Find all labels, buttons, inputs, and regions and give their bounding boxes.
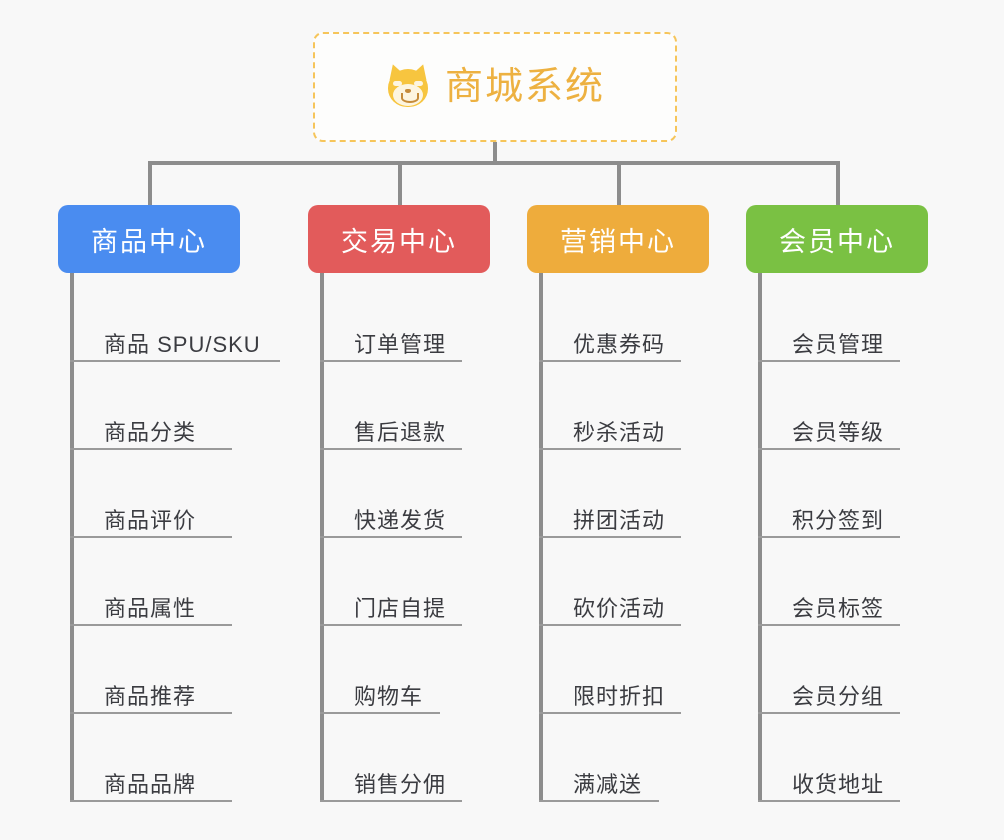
leaf-label: 拼团活动 [573,508,666,533]
leaf-label: 秒杀活动 [573,420,666,445]
branch-stem [758,274,762,802]
shiba-dog-face-icon [385,61,431,110]
category-box-product[interactable]: 商品中心 [58,205,240,273]
category-label: 交易中心 [341,226,457,257]
leaf-underline [70,712,232,714]
leaf-underline [758,536,900,538]
leaf-item[interactable]: 拼团活动 [539,450,681,538]
leaf-item[interactable]: 门店自提 [320,538,462,626]
branch-stem [539,274,543,802]
leaf-label: 商品推荐 [104,684,197,709]
leaf-underline [539,448,681,450]
branch-drop-connector-1 [148,161,152,205]
leaf-underline [758,712,900,714]
leaf-label: 砍价活动 [573,596,666,621]
branch-stem [70,274,74,802]
leaf-underline [539,536,681,538]
branch-drop-connector-2 [398,161,402,205]
branch-drop-connector-3 [617,161,621,205]
branch-stem [320,274,324,802]
leaf-label: 售后退款 [354,420,447,445]
leaf-item[interactable]: 商品评价 [70,450,232,538]
leaf-underline [539,800,659,802]
leaf-label: 商品分类 [104,420,197,445]
leaf-item[interactable]: 商品属性 [70,538,232,626]
leaf-underline [320,800,462,802]
leaf-label: 门店自提 [354,596,447,621]
leaf-label: 会员等级 [792,420,885,445]
leaf-label: 商品品牌 [104,772,197,797]
leaf-label: 订单管理 [354,332,447,357]
leaf-underline [70,800,232,802]
leaf-item[interactable]: 会员分组 [758,626,900,714]
leaf-label: 快递发货 [354,508,447,533]
leaf-label: 收货地址 [792,772,885,797]
leaf-item[interactable]: 优惠券码 [539,274,681,362]
leaf-underline [539,712,681,714]
leaf-item[interactable]: 订单管理 [320,274,462,362]
leaf-underline [539,360,681,362]
leaf-item[interactable]: 购物车 [320,626,440,714]
leaf-item[interactable]: 商品分类 [70,362,232,450]
leaf-item[interactable]: 会员等级 [758,362,900,450]
leaf-underline [70,448,232,450]
leaf-item[interactable]: 商品品牌 [70,714,232,802]
leaf-underline [320,624,462,626]
leaf-item[interactable]: 积分签到 [758,450,900,538]
leaf-label: 商品属性 [104,596,197,621]
leaf-underline [758,800,900,802]
leaf-underline [320,448,462,450]
leaf-item[interactable]: 商品推荐 [70,626,232,714]
leaf-item[interactable]: 销售分佣 [320,714,462,802]
category-box-marketing[interactable]: 营销中心 [527,205,709,273]
root-drop-connector [493,142,497,163]
leaf-underline [539,624,681,626]
leaf-item[interactable]: 商品 SPU/SKU [70,274,280,362]
leaf-item[interactable]: 限时折扣 [539,626,681,714]
leaf-label: 满减送 [573,772,643,797]
bus-connector [148,161,840,165]
leaf-label: 销售分佣 [354,772,447,797]
leaf-underline [758,360,900,362]
category-box-member[interactable]: 会员中心 [746,205,928,273]
leaf-item[interactable]: 砍价活动 [539,538,681,626]
leaf-label: 会员标签 [792,596,885,621]
leaf-item[interactable]: 会员管理 [758,274,900,362]
branch-drop-connector-4 [836,161,840,205]
leaf-underline [70,360,280,362]
leaf-item[interactable]: 秒杀活动 [539,362,681,450]
leaf-underline [758,448,900,450]
leaf-label: 积分签到 [792,508,885,533]
leaf-underline [320,536,462,538]
leaf-underline [320,360,462,362]
leaf-label: 限时折扣 [573,684,666,709]
root-title: 商城系统 [444,66,605,108]
leaf-underline [70,624,232,626]
leaf-label: 会员分组 [792,684,885,709]
leaf-label: 优惠券码 [573,332,666,357]
category-label: 会员中心 [779,226,895,257]
leaf-item[interactable]: 满减送 [539,714,659,802]
category-box-trade[interactable]: 交易中心 [308,205,490,273]
leaf-item[interactable]: 会员标签 [758,538,900,626]
leaf-label: 购物车 [354,684,424,709]
root-node[interactable]: 商城系统 [313,32,677,142]
leaf-item[interactable]: 收货地址 [758,714,900,802]
leaf-item[interactable]: 售后退款 [320,362,462,450]
leaf-label: 商品评价 [104,508,197,533]
category-label: 营销中心 [560,226,676,257]
leaf-label: 商品 SPU/SKU [104,332,261,357]
leaf-label: 会员管理 [792,332,885,357]
leaf-underline [70,536,232,538]
leaf-item[interactable]: 快递发货 [320,450,462,538]
category-label: 商品中心 [91,226,207,257]
leaf-underline [320,712,440,714]
leaf-underline [758,624,900,626]
